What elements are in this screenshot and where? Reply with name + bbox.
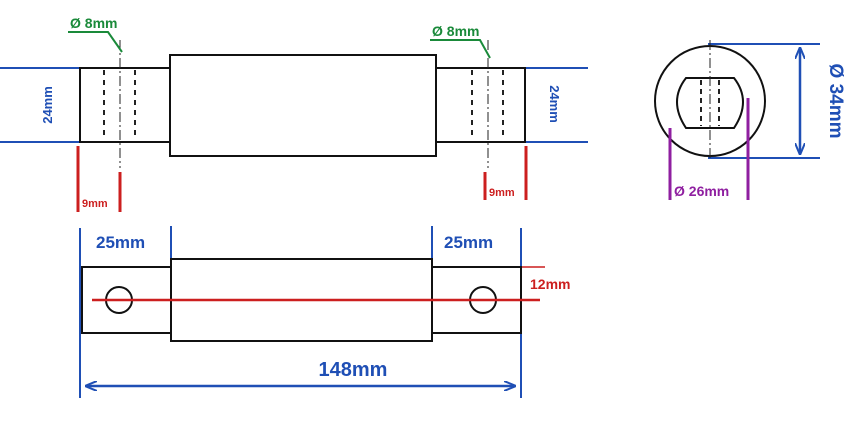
hole-height-label: 12mm — [530, 276, 570, 292]
hole-diameter-label-left: Ø 8mm — [70, 15, 117, 31]
shaft-right-end — [435, 67, 526, 143]
shaft-left-end — [79, 67, 171, 143]
offset-label-right: 9mm — [489, 187, 515, 199]
hole-diameter-leader-right — [430, 39, 491, 59]
shaft-center-body — [169, 54, 437, 157]
height-label-left: 24mm — [40, 86, 55, 124]
end-length-label-right: 25mm — [444, 233, 493, 252]
top-view: Ø 8mm Ø 8mm 24mm 24mm 9mm 9mm — [0, 15, 588, 212]
end-view-hidden-hole — [700, 80, 720, 126]
bottom-view: 25mm 25mm 12mm 148mm — [79, 226, 570, 398]
flat-width-label: Ø 26mm — [674, 183, 729, 199]
hidden-hole-right — [471, 70, 504, 140]
hole-diameter-leader-left — [68, 31, 123, 53]
hidden-hole-left — [103, 70, 136, 140]
outer-diameter-label: Ø 34mm — [825, 64, 846, 139]
hole-diameter-label-right: Ø 8mm — [432, 23, 479, 39]
end-length-label-left: 25mm — [96, 233, 145, 252]
offset-label-left: 9mm — [82, 198, 108, 210]
end-view: Ø 34mm Ø 26mm — [654, 40, 846, 200]
total-length-label: 148mm — [319, 359, 388, 381]
height-label-right: 24mm — [547, 85, 562, 123]
